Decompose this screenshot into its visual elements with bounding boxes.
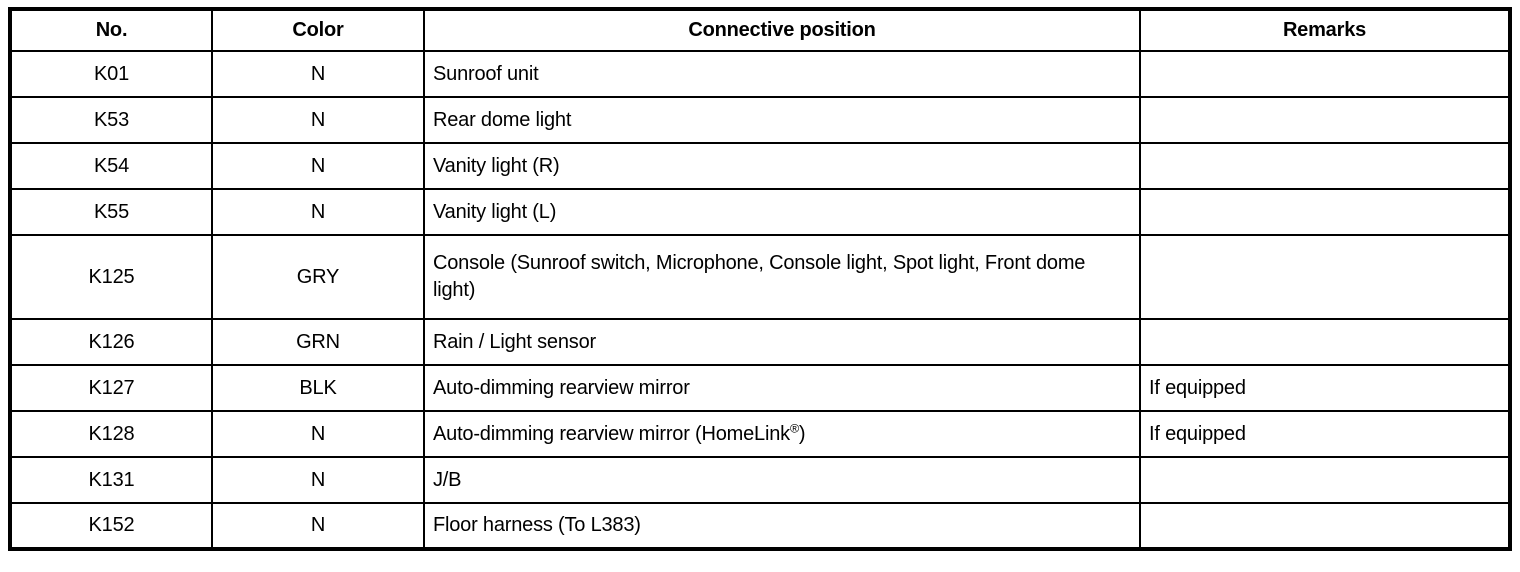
cell-remarks [1139, 96, 1511, 144]
cell-position: Floor harness (To L383) [423, 502, 1141, 550]
header-row: No. Color Connective position Remarks [9, 8, 1511, 52]
cell-no: K53 [9, 96, 213, 144]
cell-color: GRY [211, 234, 425, 320]
cell-position: Auto-dimming rearview mirror (HomeLink®) [423, 410, 1141, 458]
cell-no: K127 [9, 364, 213, 412]
cell-remarks [1139, 142, 1511, 190]
cell-remarks [1139, 318, 1511, 366]
cell-remarks: If equipped [1139, 364, 1511, 412]
table-row: K152 N Floor harness (To L383) [9, 502, 1511, 550]
table-row: K131 N J/B [9, 456, 1511, 504]
table-row: K53 N Rear dome light [9, 96, 1511, 144]
cell-no: K125 [9, 234, 213, 320]
table-header: No. Color Connective position Remarks [9, 8, 1511, 52]
cell-no: K55 [9, 188, 213, 236]
cell-position: Vanity light (L) [423, 188, 1141, 236]
cell-color: N [211, 188, 425, 236]
table-row: K55 N Vanity light (L) [9, 188, 1511, 236]
cell-color: GRN [211, 318, 425, 366]
table-row: K128 N Auto-dimming rearview mirror (Hom… [9, 410, 1511, 458]
cell-no: K126 [9, 318, 213, 366]
column-header-remarks: Remarks [1139, 8, 1511, 52]
cell-position: J/B [423, 456, 1141, 504]
cell-remarks: If equipped [1139, 410, 1511, 458]
cell-color: N [211, 50, 425, 98]
table-row: K126 GRN Rain / Light sensor [9, 318, 1511, 366]
cell-no: K128 [9, 410, 213, 458]
table-row: K125 GRY Console (Sunroof switch, Microp… [9, 234, 1511, 320]
cell-color: N [211, 410, 425, 458]
cell-no: K152 [9, 502, 213, 550]
cell-position: Rain / Light sensor [423, 318, 1141, 366]
cell-position: Sunroof unit [423, 50, 1141, 98]
cell-remarks [1139, 456, 1511, 504]
cell-position: Rear dome light [423, 96, 1141, 144]
cell-remarks [1139, 234, 1511, 320]
cell-remarks [1139, 502, 1511, 550]
table-row: K54 N Vanity light (R) [9, 142, 1511, 190]
table-row: K01 N Sunroof unit [9, 50, 1511, 98]
cell-remarks [1139, 188, 1511, 236]
cell-color: N [211, 456, 425, 504]
column-header-color: Color [211, 8, 425, 52]
cell-no: K01 [9, 50, 213, 98]
connector-table: No. Color Connective position Remarks K0… [8, 7, 1512, 551]
cell-no: K54 [9, 142, 213, 190]
cell-remarks [1139, 50, 1511, 98]
table-row: K127 BLK Auto-dimming rearview mirror If… [9, 364, 1511, 412]
cell-color: N [211, 502, 425, 550]
column-header-no: No. [9, 8, 213, 52]
cell-position: Auto-dimming rearview mirror [423, 364, 1141, 412]
cell-position: Vanity light (R) [423, 142, 1141, 190]
cell-color: N [211, 142, 425, 190]
table-body: K01 N Sunroof unit K53 N Rear dome light… [9, 50, 1511, 550]
cell-color: N [211, 96, 425, 144]
cell-position: Console (Sunroof switch, Microphone, Con… [423, 234, 1141, 320]
column-header-position: Connective position [423, 8, 1141, 52]
cell-color: BLK [211, 364, 425, 412]
cell-no: K131 [9, 456, 213, 504]
